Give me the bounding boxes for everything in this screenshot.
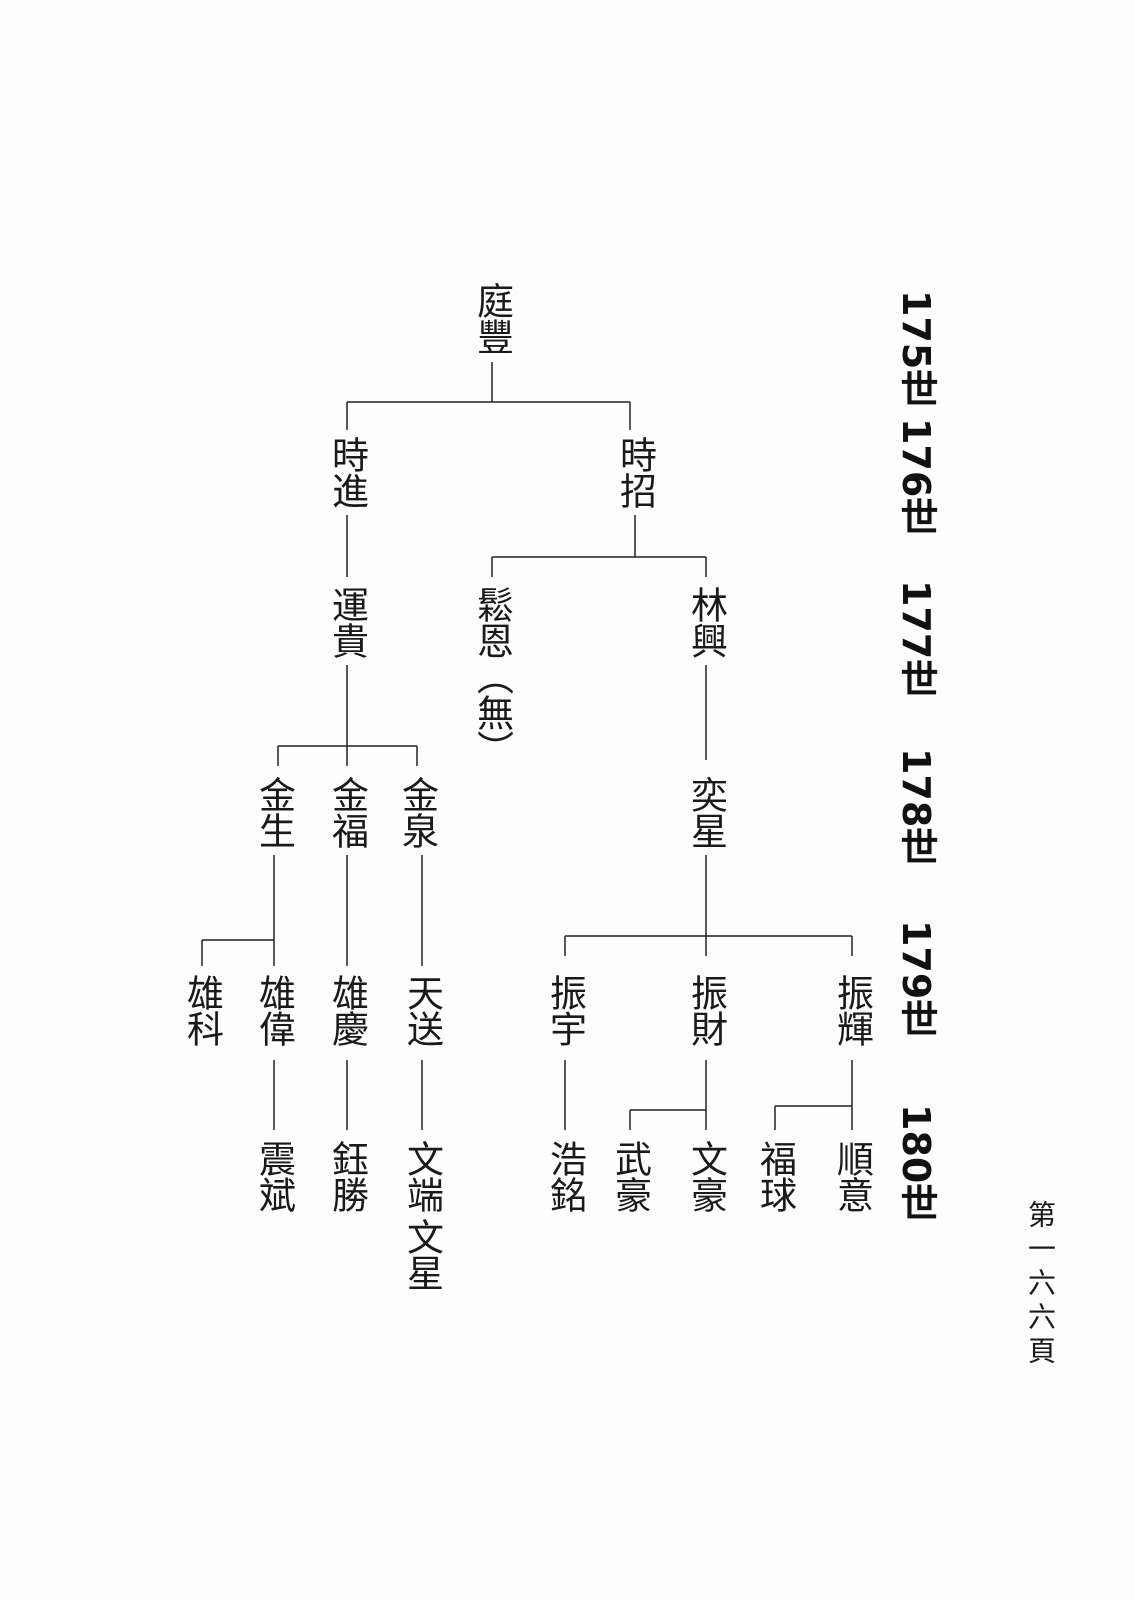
person-wuhao: 武豪 (608, 1140, 652, 1212)
person-shunyi: 順意 (830, 1140, 874, 1212)
person-yusheng: 鈺勝 (325, 1140, 369, 1212)
person-jinquan: 金泉 (395, 776, 439, 848)
person-tiansong: 天送 (400, 974, 444, 1046)
person-zhenbin: 震斌 (252, 1140, 296, 1212)
generation-label-180: 180世 (894, 1104, 938, 1222)
person-yixing: 奕星 (684, 776, 728, 848)
page-number: 第一六六頁 (1024, 1200, 1057, 1370)
person-wenhao: 文豪 (684, 1140, 728, 1212)
person-shijin: 時進 (325, 436, 369, 508)
person-shizhao: 時招 (613, 436, 657, 508)
person-haoming: 浩銘 (543, 1140, 587, 1212)
person-wenduan: 文端 (400, 1140, 444, 1212)
person-xiongqing: 雄慶 (325, 974, 369, 1046)
person-jinsheng: 金生 (252, 776, 296, 848)
person-linxing: 林興 (684, 586, 728, 658)
person-zhenhui: 振輝 (830, 974, 874, 1046)
person-xiongke: 雄科 (180, 974, 224, 1046)
person-zhencai: 振財 (684, 974, 728, 1046)
generation-label-177: 177世 (894, 580, 938, 698)
person-songen: 鬆恩（無） (470, 586, 514, 766)
person-jinfu: 金福 (325, 776, 369, 848)
generation-label-176: 176世 (894, 418, 938, 536)
generation-label-175: 175世 (894, 290, 938, 408)
person-fuqiu: 福球 (753, 1140, 797, 1212)
generation-label-178: 178世 (894, 748, 938, 866)
person-xiongwei: 雄偉 (252, 974, 296, 1046)
person-tingfeng: 庭豐 (470, 282, 514, 354)
person-yungui: 運貴 (325, 586, 369, 658)
generation-label-179: 179世 (894, 920, 938, 1038)
person-wenxing: 文星 (400, 1218, 444, 1290)
person-zhenyu: 振宇 (543, 974, 587, 1046)
